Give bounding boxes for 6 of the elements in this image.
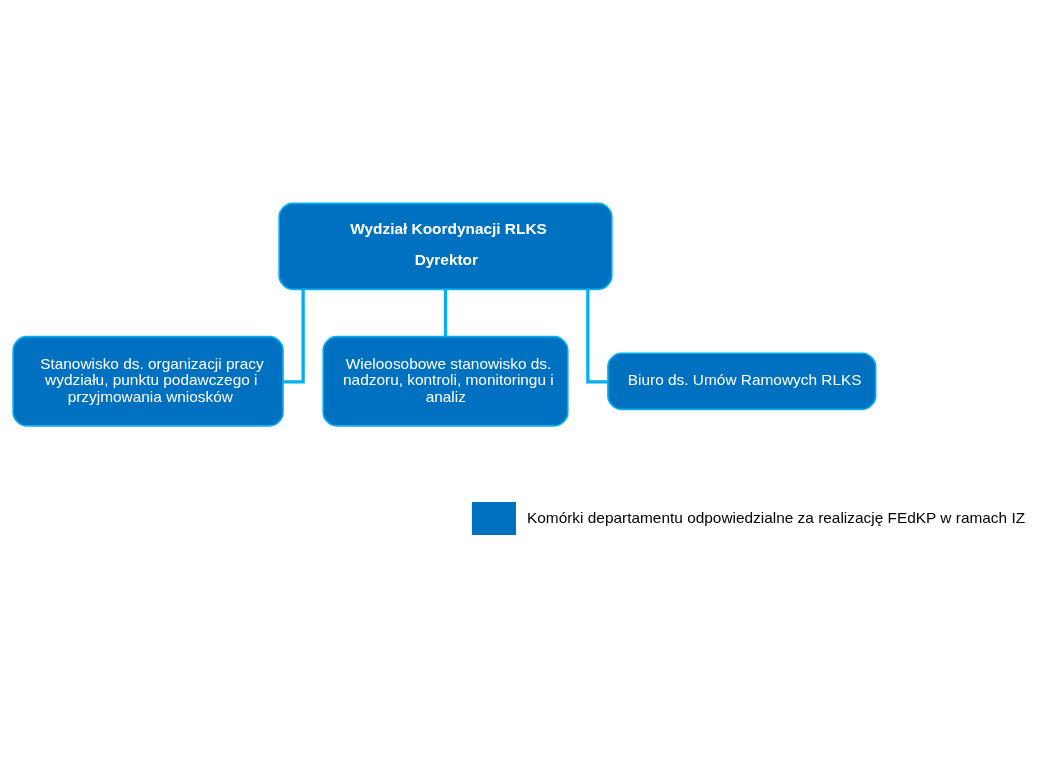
node-box: Biuro ds. Umów Ramowych RLKS: [607, 352, 877, 411]
node-box: Stanowisko ds. organizacji pracy wydziału, punktu podawczego i przyjmowania wniosków: [12, 335, 284, 427]
node-box: Wieloosobowe stanowisko ds. nadzoru, kontroli, monitoringu i analiz: [322, 335, 569, 427]
node-box: Wydział Koordynacji RLKS Dyrektor: [278, 202, 613, 291]
legend-label: Komórki departamentu odpowiedzialne za realizację FEdKP w ramach IZ: [527, 508, 1026, 526]
connector: [443, 289, 448, 337]
